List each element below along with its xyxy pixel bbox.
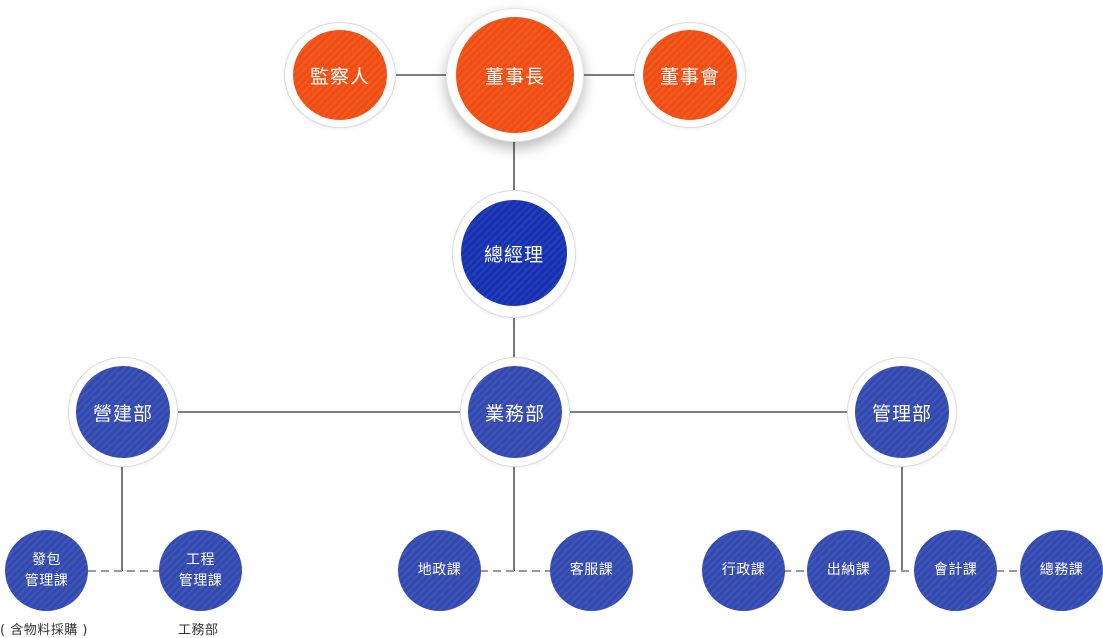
supervisor-label: 監察人 <box>309 65 370 88</box>
general-affairs-section-node[interactable]: 總務課 <box>1020 530 1103 611</box>
construction-dept-label: 營建部 <box>92 402 153 425</box>
contracting-section-node[interactable]: 發包 管理課 <box>5 530 88 611</box>
engineering-section-node[interactable]: 工程 管理課 <box>159 530 242 611</box>
management-dept-circle: 管理部 <box>855 366 949 458</box>
general-manager-label: 總經理 <box>483 243 544 266</box>
contracting-note-caption: ( 含物料採購 ) <box>0 623 88 638</box>
engineering-note-caption: 工務部 <box>178 623 219 638</box>
customer-service-section-label: 客服課 <box>569 562 614 578</box>
management-dept-label: 管理部 <box>871 402 932 425</box>
business-dept-label: 業務部 <box>484 402 545 425</box>
accounting-section-node[interactable]: 會計課 <box>914 530 997 611</box>
cashier-section-node[interactable]: 出納課 <box>807 530 890 611</box>
general-manager-circle: 總經理 <box>461 200 567 306</box>
administration-section-label: 行政課 <box>721 562 766 578</box>
general-affairs-section-label: 總務課 <box>1039 562 1084 578</box>
business-dept-node[interactable]: 業務部 <box>460 357 570 467</box>
engineering-section-text: 工程 管理課 <box>179 550 223 592</box>
general-manager-node[interactable]: 總經理 <box>452 190 576 318</box>
business-dept-circle: 業務部 <box>468 366 562 458</box>
supervisor-node[interactable]: 監察人 <box>284 22 396 128</box>
chairman-label: 董事長 <box>484 65 545 88</box>
construction-dept-circle: 營建部 <box>76 366 170 458</box>
land-admin-section-node[interactable]: 地政課 <box>398 530 481 611</box>
board-meeting-circle: 董事會 <box>643 30 737 120</box>
management-dept-node[interactable]: 管理部 <box>847 357 957 467</box>
construction-dept-node[interactable]: 營建部 <box>68 357 178 467</box>
board-meeting-label: 董事會 <box>659 65 720 88</box>
customer-service-section-node[interactable]: 客服課 <box>550 530 633 611</box>
cashier-section-label: 出納課 <box>826 562 871 578</box>
chairman-node[interactable]: 董事長 <box>446 8 584 142</box>
accounting-section-label: 會計課 <box>933 562 978 578</box>
land-admin-section-label: 地政課 <box>417 562 462 578</box>
board-meeting-node[interactable]: 董事會 <box>634 22 746 128</box>
administration-section-node[interactable]: 行政課 <box>702 530 785 611</box>
supervisor-circle: 監察人 <box>293 30 387 120</box>
engineering-section-line2: 管理課 <box>178 572 223 589</box>
contracting-section-line2: 管理課 <box>24 572 69 589</box>
contracting-section-line1: 發包 <box>32 551 61 568</box>
chairman-circle: 董事長 <box>456 17 574 133</box>
engineering-section-line1: 工程 <box>186 551 215 568</box>
contracting-section-text: 發包 管理課 <box>25 550 69 592</box>
